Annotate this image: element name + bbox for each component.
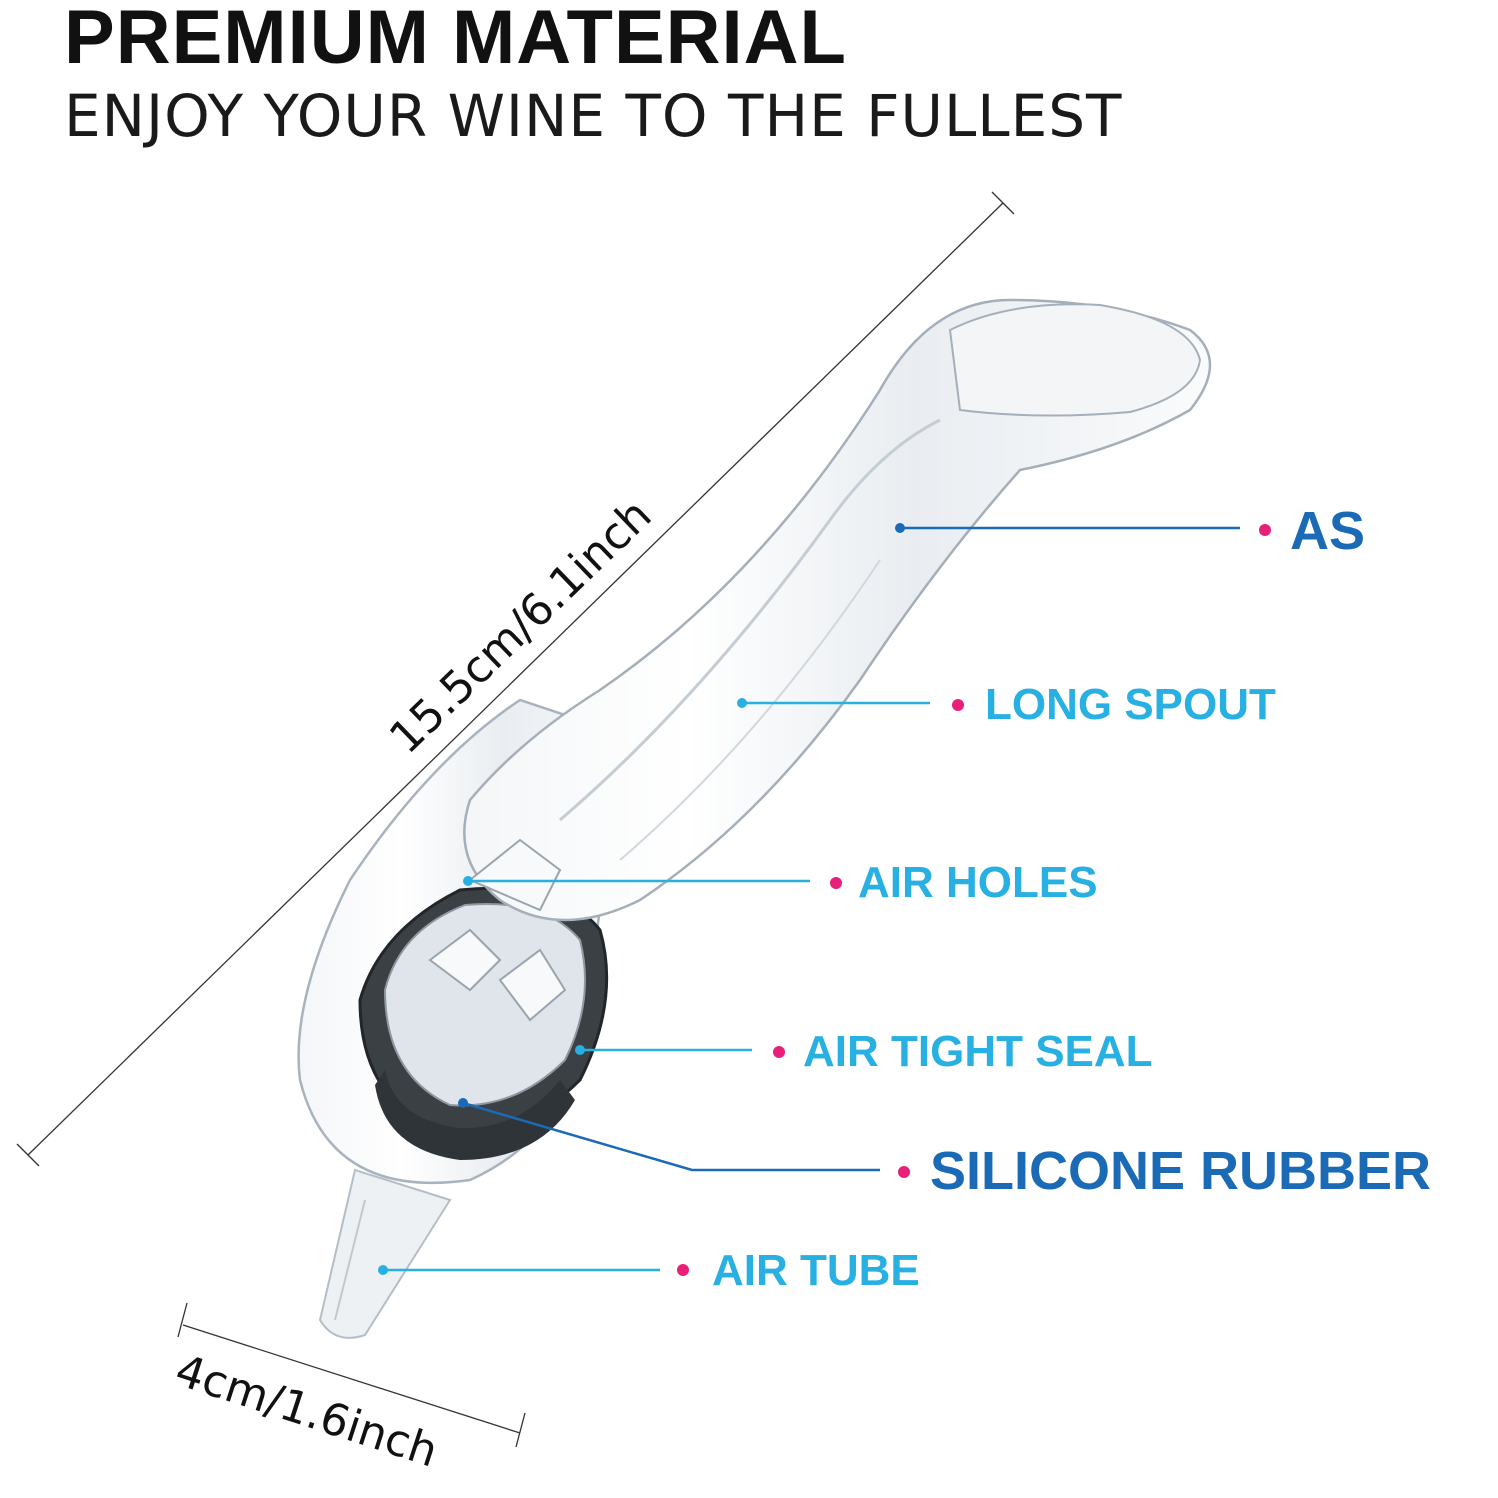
width-dimension-line [177,1302,526,1448]
callout-line-as [895,523,1271,536]
callout-line-silicone-rubber [458,1098,910,1178]
callout-line-air-holes [463,876,842,889]
callout-label-air-tube: AIR TUBE [712,1246,920,1295]
callout-label-as: AS [1290,501,1366,561]
page-subtitle: ENJOY YOUR WINE TO THE FULLEST [64,82,1123,150]
length-dimension-line [16,191,1015,1167]
callout-line-air-tight-seal [575,1045,785,1058]
callout-line-long-spout [737,698,964,711]
callout-line-air-tube [378,1264,689,1276]
callout-label-air-holes: AIR HOLES [858,858,1098,907]
callout-label-silicone-rubber: SILICONE RUBBER [930,1141,1432,1201]
aerator-body [297,298,1212,1339]
callout-label-long-spout: LONG SPOUT [985,680,1276,729]
callout-label-air-tight-seal: AIR TIGHT SEAL [803,1027,1153,1076]
page-title: PREMIUM MATERIAL [64,0,847,80]
